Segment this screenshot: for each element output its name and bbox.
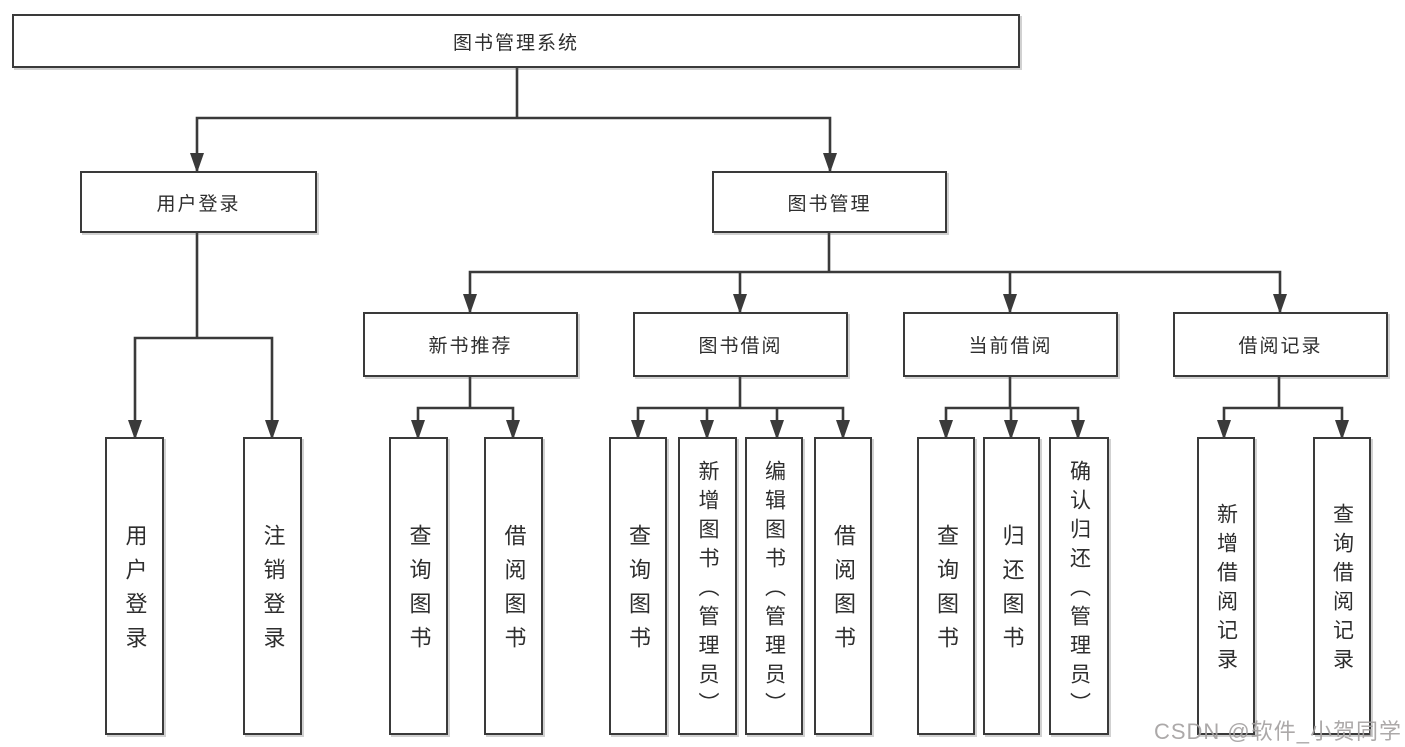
arrowheads [128,153,1349,440]
leaf-confirm-return-admin: 确认归还（管理员） [1049,437,1109,735]
node-new-book-recommendation: 新书推荐 [363,312,578,377]
leaf-user-login: 用户登录 [105,437,164,735]
leaf-add-books-admin: 新增图书（管理员） [678,437,737,735]
node-library-management-system: 图书管理系统 [12,14,1020,68]
leaf-query-borrow-record: 查询借阅记录 [1313,437,1371,735]
node-book-management: 图书管理 [712,171,947,233]
leaf-logout-login: 注销登录 [243,437,302,735]
leaf-borrow-books-recommend: 借阅图书 [484,437,543,735]
node-user-login: 用户登录 [80,171,317,233]
leaf-add-borrow-record: 新增借阅记录 [1197,437,1255,735]
leaf-edit-books-admin: 编辑图书（管理员） [745,437,803,735]
leaf-query-books-recommend: 查询图书 [389,437,448,735]
csdn-watermark: CSDN @软件_小贺同学 [1153,719,1402,744]
leaf-borrow-books-borrowing: 借阅图书 [814,437,872,735]
leaf-return-books: 归还图书 [983,437,1040,735]
node-borrowing-records: 借阅记录 [1173,312,1388,377]
node-current-borrowing: 当前借阅 [903,312,1118,377]
leaf-query-books-borrowing: 查询图书 [609,437,667,735]
leaf-query-books-current: 查询图书 [917,437,975,735]
node-book-borrowing: 图书借阅 [633,312,848,377]
